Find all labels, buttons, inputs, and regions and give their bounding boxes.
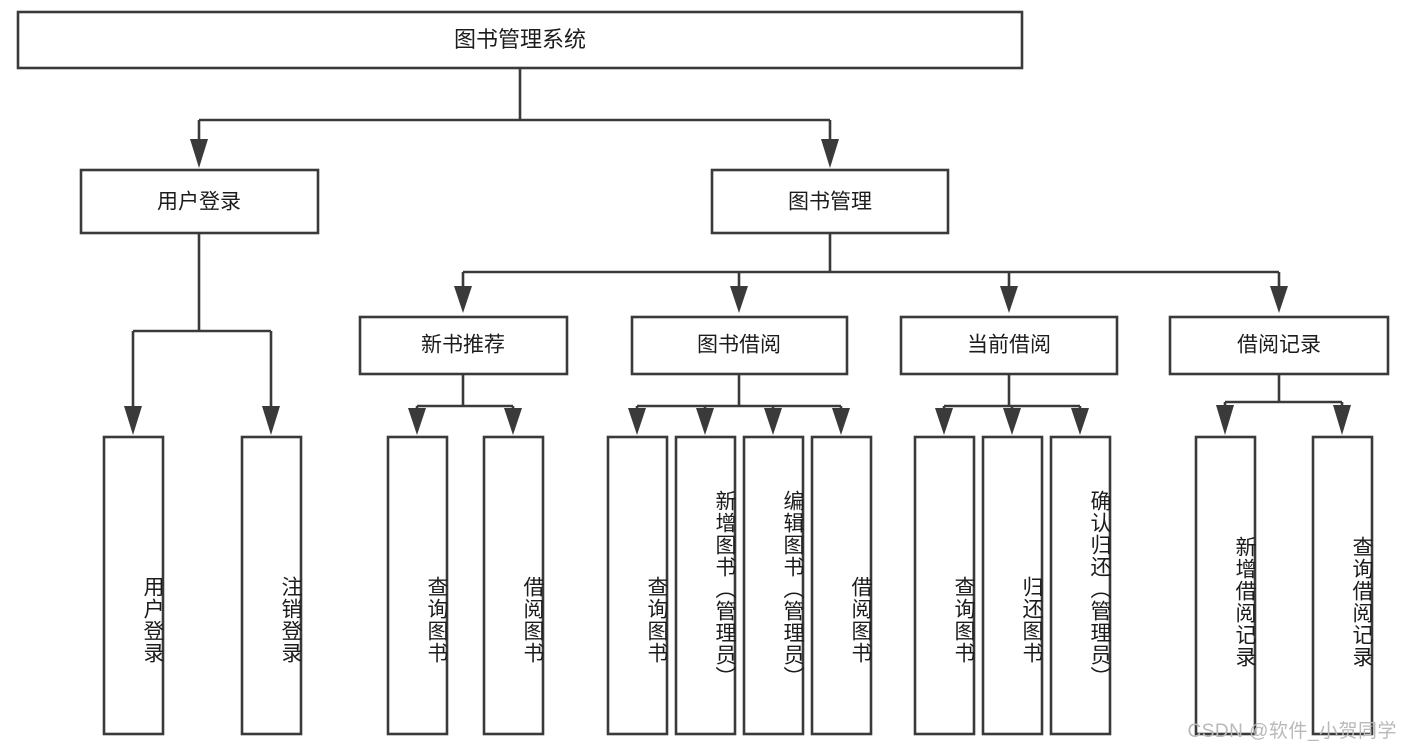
node-user-login[interactable]: 用户登录 — [79, 168, 320, 235]
node-book-manage[interactable]: 图书管理 — [710, 168, 950, 235]
arrow-leaf-bb-0 — [628, 408, 646, 435]
leaf-box-bb-query-book[interactable] — [606, 435, 669, 736]
node-current-borrow[interactable]: 当前借阅 — [899, 315, 1119, 376]
node-user-login-label: 用户登录 — [157, 191, 241, 214]
leaf-box-nbr-query-book[interactable] — [386, 435, 449, 736]
arrow-leaf-cb-2 — [1071, 408, 1089, 435]
arrow-leaf-user-login — [124, 406, 142, 435]
node-current-borrow-label: 当前借阅 — [967, 334, 1051, 357]
arrow-leaf-logout — [262, 406, 280, 435]
leaf-box-bb-add-book[interactable] — [674, 435, 737, 736]
node-current-borrow-box[interactable] — [899, 315, 1119, 376]
arrow-new-book-recommend — [454, 286, 472, 313]
arrow-leaf-cb-0 — [935, 408, 953, 435]
arrow-leaf-bb-1 — [696, 408, 714, 435]
arrow-leaf-cb-1 — [1003, 408, 1021, 435]
leaf-box-bb-edit-book[interactable] — [742, 435, 805, 736]
node-new-book-recommend[interactable]: 新书推荐 — [358, 315, 569, 376]
leaf-box-br-query-record[interactable] — [1311, 435, 1374, 736]
node-book-manage-label: 图书管理 — [788, 191, 872, 214]
arrow-book-borrow — [730, 286, 748, 313]
leaf-box-cb-query-book[interactable] — [913, 435, 976, 736]
leaf-box-cb-return-book[interactable] — [981, 435, 1044, 736]
arrow-current-borrow — [1000, 286, 1018, 313]
arrow-leaf-br-0 — [1216, 405, 1234, 435]
leaf-box-nbr-borrow-book[interactable] — [482, 435, 545, 736]
leaf-box-logout[interactable] — [240, 435, 303, 736]
leaf-box-cb-confirm-return[interactable] — [1049, 435, 1112, 736]
csdn-watermark: CSDN @软件_小贺同学 — [1187, 721, 1397, 742]
arrow-leaf-nbr-1 — [504, 408, 522, 435]
node-root-label: 图书管理系统 — [454, 27, 586, 52]
node-book-borrow-label: 图书借阅 — [697, 334, 781, 357]
arrow-leaf-br-1 — [1333, 405, 1351, 435]
node-book-borrow[interactable]: 图书借阅 — [630, 315, 849, 376]
node-borrow-record[interactable]: 借阅记录 — [1168, 315, 1390, 376]
leaf-box-bb-borrow-book[interactable] — [810, 435, 873, 736]
arrow-leaf-bb-3 — [832, 408, 850, 435]
node-book-manage-box[interactable] — [710, 168, 950, 235]
node-borrow-record-label: 借阅记录 — [1237, 334, 1321, 357]
arrow-borrow-record — [1270, 286, 1288, 313]
node-root[interactable]: 图书管理系统 — [16, 10, 1024, 70]
arrow-book-manage — [821, 139, 839, 168]
arrow-user-login — [190, 139, 208, 168]
arrow-leaf-bb-2 — [764, 408, 782, 435]
leaf-box-br-add-record[interactable] — [1194, 435, 1257, 736]
node-root-box[interactable] — [16, 10, 1024, 70]
node-borrow-record-box[interactable] — [1168, 315, 1390, 376]
leaf-box-user-login[interactable] — [102, 435, 165, 736]
node-book-borrow-box[interactable] — [630, 315, 849, 376]
node-new-book-recommend-box[interactable] — [358, 315, 569, 376]
node-new-book-recommend-label: 新书推荐 — [421, 334, 505, 357]
arrow-leaf-nbr-0 — [408, 408, 426, 435]
